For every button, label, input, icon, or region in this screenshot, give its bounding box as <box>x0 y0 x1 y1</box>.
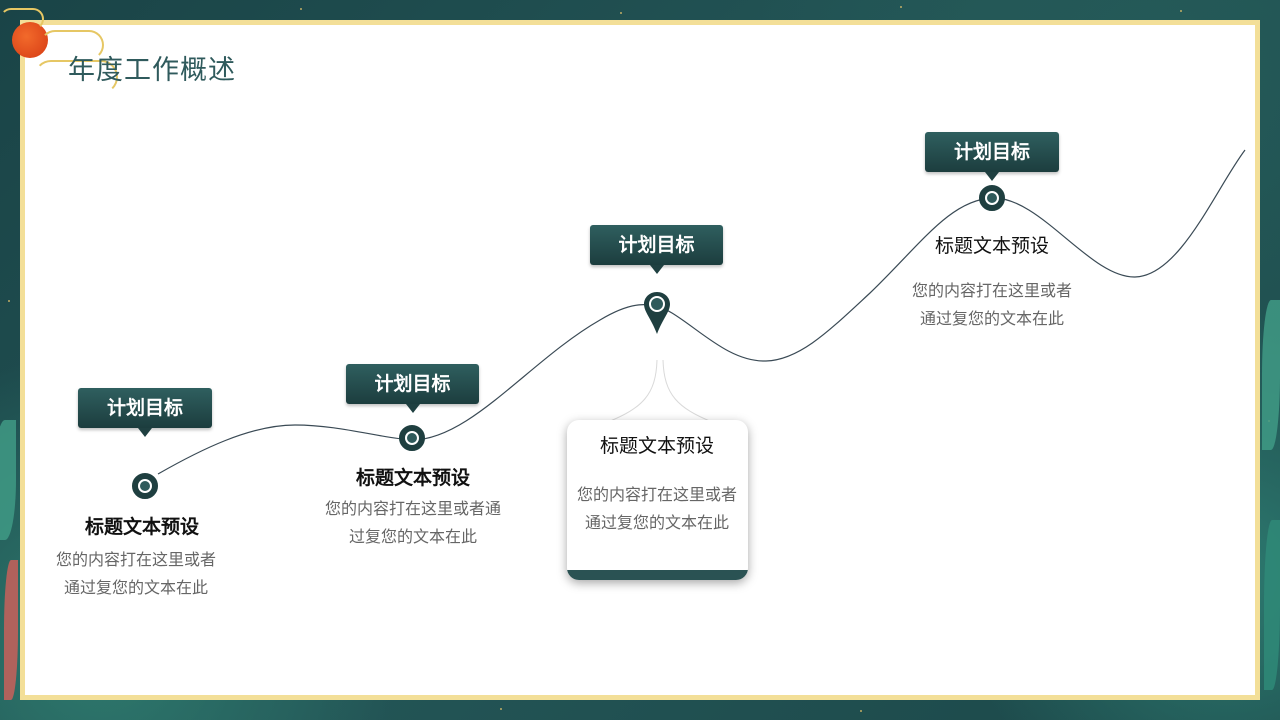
highlight-card <box>567 420 748 580</box>
milestone-tag: 计划目标 <box>346 364 479 413</box>
gold-speck <box>8 300 10 302</box>
milestone-desc-line: 通过复您的文本在此 <box>63 578 208 597</box>
card-bar <box>567 570 748 580</box>
milestone-heading: 标题文本预设 <box>599 435 714 457</box>
gold-speck <box>500 708 502 710</box>
milestone-tag: 计划目标 <box>78 388 212 437</box>
gold-speck <box>1180 10 1182 12</box>
milestone-marker-icon <box>399 425 425 451</box>
leaf-decoration <box>0 420 16 540</box>
milestone-tag: 计划目标 <box>590 225 723 274</box>
milestone-marker-icon <box>132 473 158 499</box>
leaf-decoration <box>1264 520 1280 690</box>
milestone-desc-line: 通过复您的文本在此 <box>919 309 1064 328</box>
milestone-heading: 标题文本预设 <box>355 467 470 489</box>
page-title: 年度工作概述 <box>68 55 236 86</box>
milestone-desc-line: 您的内容打在这里或者 <box>55 550 216 569</box>
milestone-heading: 标题文本预设 <box>934 235 1049 257</box>
milestone-desc-line: 通过复您的文本在此 <box>584 513 729 532</box>
card-connector <box>607 359 713 423</box>
milestone-heading: 标题文本预设 <box>84 516 199 538</box>
leaf-decoration <box>1262 300 1280 450</box>
cloud-icon <box>0 8 44 30</box>
milestone-desc-line: 您的内容打在这里或者通 <box>324 499 501 518</box>
gold-speck <box>900 6 902 8</box>
gold-speck <box>620 12 622 14</box>
gold-speck <box>300 8 302 10</box>
map-pin-icon <box>644 292 670 334</box>
leaf-decoration <box>4 560 18 700</box>
milestone-marker-icon <box>979 185 1005 211</box>
milestone-tag: 计划目标 <box>925 132 1059 181</box>
cloud-icon <box>34 60 118 94</box>
gold-speck <box>860 710 862 712</box>
cloud-icon <box>40 30 104 60</box>
milestone-desc-line: 您的内容打在这里或者 <box>576 485 737 504</box>
milestone-desc-line: 您的内容打在这里或者 <box>911 281 1072 300</box>
milestone-desc-line: 过复您的文本在此 <box>348 527 477 546</box>
